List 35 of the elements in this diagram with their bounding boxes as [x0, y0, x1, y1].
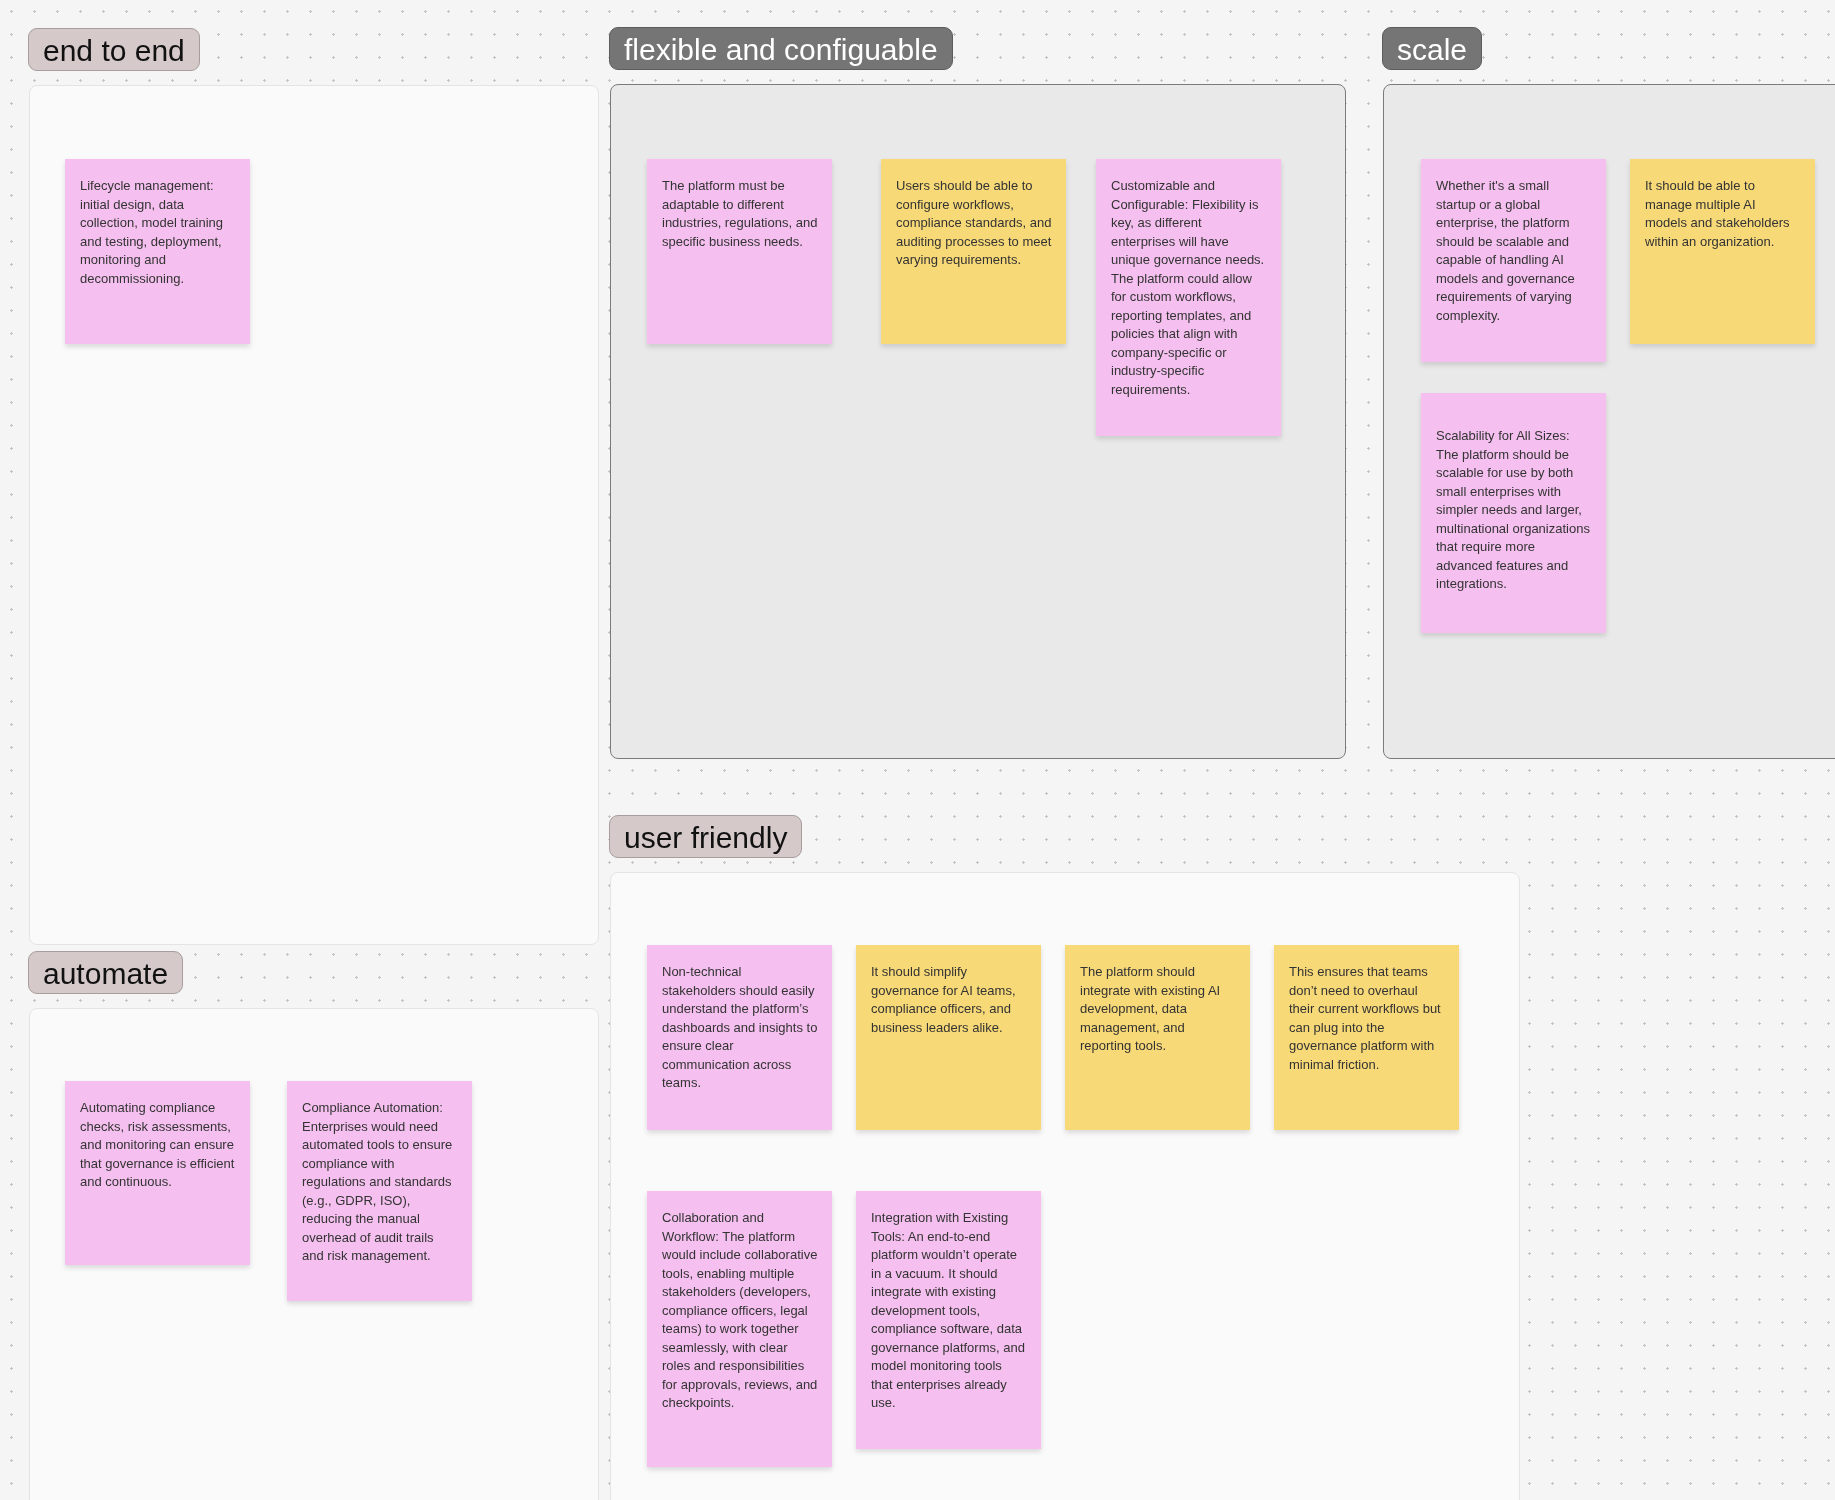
sticky-note: [881, 159, 1066, 344]
sticky-note: [1630, 159, 1815, 344]
note-text: Lifecycle management: initial design, data collection, model training and testing, deployment, monitoring and decommissioning.: [80, 177, 225, 288]
note-text: Automating compliance checks, risk assessments, and monitoring can ensure that governance is efficient and continuous.: [80, 1099, 236, 1191]
note-text: The platform must be adaptable to different industries, regulations, and specific business needs.: [662, 177, 818, 251]
note-text: The platform should integrate with existing AI development, data management, and reporting tools.: [1080, 963, 1222, 1055]
note-text: This ensures that teams don’t need to overhaul their current workflows but can plug into the governance platform with minimal friction.: [1289, 963, 1442, 1074]
note-text: Non-technical stakeholders should easily understand the platform’s dashboards and insights to ensure clear communication across teams.: [662, 963, 818, 1092]
sticky-note: [1421, 393, 1606, 633]
note-text: Users should be able to configure workflows, compliance standards, and auditing processes to meet varying requirements.: [896, 177, 1052, 269]
sticky-note: [1274, 945, 1459, 1130]
note-text: Scalability for All Sizes: The platform should be scalable for use by both small enterprises with simpler needs and larger, multinational organizations that require more advanced features and integrations.: [1436, 427, 1591, 593]
note-text: Collaboration and Workflow: The platform would include collaborative tools, enabling multiple stakeholders (developers, compliance officers, legal teams) to work together seamlessly, with clear roles and responsibilities for approvals, reviews, and checkpoints.: [662, 1209, 818, 1412]
sticky-note: [1065, 945, 1250, 1130]
note-text: Whether it's a small startup or a global enterprise, the platform should be scalable and capable of handling AI models and governance requirements of varying complexity.: [1436, 177, 1576, 325]
section-title: user friendly: [609, 815, 803, 858]
note-text: It should be able to manage multiple AI models and stakeholders within an organization.: [1645, 177, 1791, 251]
note-text: Compliance Automation: Enterprises would need automated tools to ensure compliance with regulations and standards (e.g., GDPR, ISO), reducing the manual overhead of audit trails and risk management.: [302, 1099, 454, 1265]
sticky-note: [1096, 159, 1281, 436]
sticky-note: [856, 945, 1041, 1130]
sticky-note: [65, 1081, 250, 1265]
sticky-note: [287, 1081, 472, 1301]
sticky-note: [647, 159, 832, 344]
sticky-note: [65, 159, 250, 344]
note-text: It should simplify governance for AI teams, compliance officers, and business leaders alike.: [871, 963, 1017, 1037]
sticky-note: [856, 1191, 1041, 1449]
section-title: end to end: [28, 28, 200, 71]
sticky-note: [647, 945, 832, 1130]
note-text: Integration with Existing Tools: An end-to-end platform wouldn’t operate in a vacuum. It should integrate with existing development tools, compliance software, data governance platforms, and model monitoring tools that enterprises already use.: [871, 1209, 1026, 1412]
section-title: automate: [28, 951, 184, 994]
section-title: flexible and configuable: [609, 27, 953, 70]
sticky-note: [1421, 159, 1606, 362]
sticky-note: [647, 1191, 832, 1467]
note-text: Customizable and Configurable: Flexibility is key, as different enterprises will have unique governance needs. The platform could allow for custom workflows, reporting templates, and policies that align with company-specific or industry-specific requirements.: [1111, 177, 1266, 399]
section-title: scale: [1382, 27, 1483, 70]
